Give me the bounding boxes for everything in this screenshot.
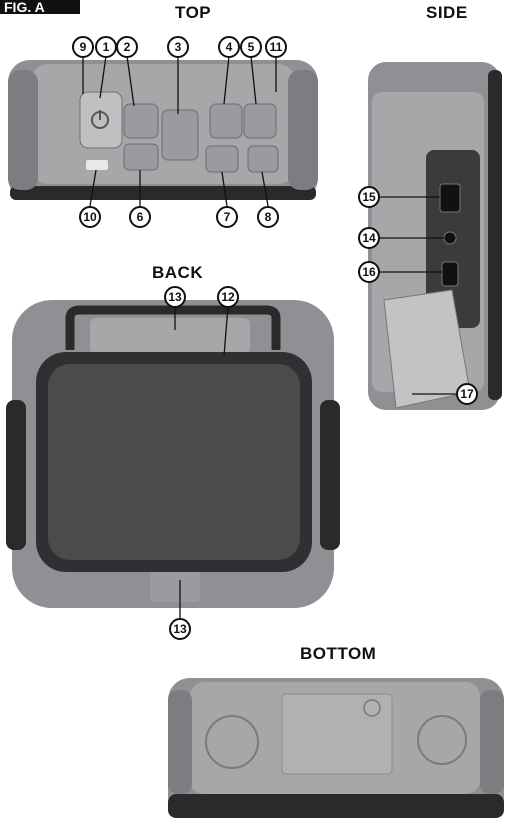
- view-title-side: SIDE: [426, 3, 468, 22]
- back-view-device: [6, 300, 340, 618]
- view-title-top: TOP: [175, 3, 212, 22]
- button-7: [205, 145, 239, 173]
- usb-c-port: [441, 261, 459, 287]
- callout-13-top: 13: [164, 286, 186, 308]
- callout-12: 12: [217, 286, 239, 308]
- view-title-back: BACK: [152, 263, 204, 282]
- callout-3: 3: [167, 36, 189, 58]
- callout-6: 6: [129, 206, 151, 228]
- speaker-grille: [48, 364, 300, 560]
- power-button: [79, 91, 123, 149]
- mode-button: [243, 103, 277, 139]
- bottom-view-device: [168, 678, 504, 818]
- callout-13-bottom: 13: [169, 618, 191, 640]
- next-button: [209, 103, 243, 139]
- callout-16: 16: [358, 261, 380, 283]
- callout-14: 14: [358, 227, 380, 249]
- usb-a-port: [439, 183, 461, 213]
- button-6: [123, 143, 159, 171]
- callout-7: 7: [216, 206, 238, 228]
- callout-15: 15: [358, 186, 380, 208]
- view-title-bottom: BOTTOM: [300, 644, 377, 663]
- callout-4: 4: [218, 36, 240, 58]
- callout-1: 1: [95, 36, 117, 58]
- callout-11: 11: [265, 36, 287, 58]
- callout-2: 2: [116, 36, 138, 58]
- callout-17: 17: [456, 383, 478, 405]
- bottom-foot-left: [205, 715, 259, 769]
- figure-label: FIG. A: [0, 0, 80, 14]
- rating-label-plate: [281, 693, 393, 775]
- aux-port: [443, 231, 457, 245]
- prev-button: [123, 103, 159, 139]
- callout-9: 9: [72, 36, 94, 58]
- led-indicator: [86, 160, 108, 170]
- callout-10: 10: [79, 206, 101, 228]
- top-view-device: [8, 55, 318, 207]
- carry-handle: [65, 305, 281, 350]
- button-8: [247, 145, 279, 173]
- bottom-foot-right: [417, 715, 467, 765]
- side-view-device: [368, 62, 502, 410]
- play-pause-button: [161, 109, 199, 161]
- callout-5: 5: [240, 36, 262, 58]
- callout-8: 8: [257, 206, 279, 228]
